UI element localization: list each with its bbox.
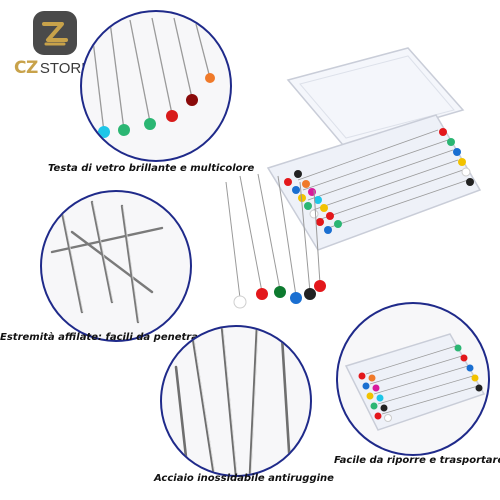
glass-heads-illustration — [91, 17, 215, 138]
sharp-tips-illustration — [50, 200, 164, 324]
cz-logo-icon — [33, 11, 77, 55]
detail-circle-storage-box — [336, 302, 490, 456]
steel-pins-illustration — [174, 327, 292, 475]
detail-circle-glass-heads — [80, 10, 232, 162]
caption-storage-box: Facile da riporre e trasportare — [334, 455, 500, 466]
detail-circle-stainless-steel — [160, 325, 312, 477]
storage-box-illustration — [344, 333, 486, 431]
caption-sharp-tips: Estremità affilate: facili da penetrare — [0, 332, 210, 343]
caption-stainless-steel: Acciaio inossidabile antiruggine — [154, 473, 334, 484]
logo-cz-text: CZ — [14, 58, 38, 78]
loose-pins-illustration — [225, 173, 326, 309]
logo-wordmark: CZ STORE — [14, 58, 104, 78]
pin-box-illustration — [266, 47, 482, 251]
detail-circle-sharp-tips — [40, 190, 192, 342]
caption-glass-heads: Testa di vetro brillante e multicolore — [48, 163, 255, 174]
logo-store-text: STORE — [39, 60, 92, 77]
brand-logo: CZ STORE — [14, 10, 104, 80]
